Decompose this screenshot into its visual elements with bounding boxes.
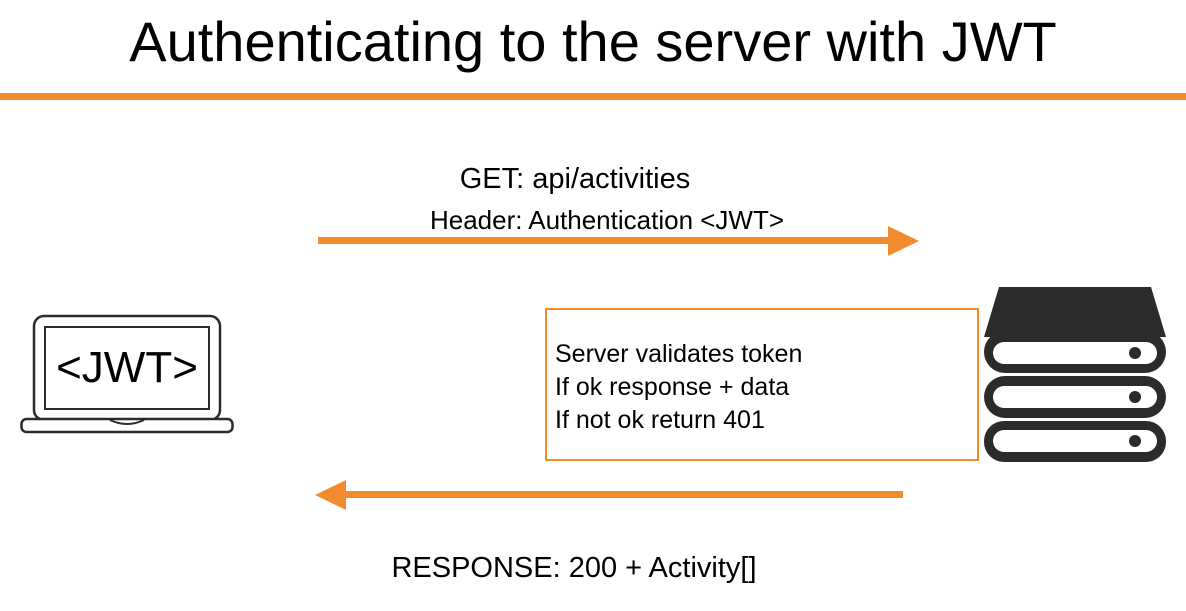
response-arrow xyxy=(315,480,903,510)
server-stack-icon xyxy=(983,285,1167,463)
response-line-label: RESPONSE: 200 + Activity[] xyxy=(391,552,757,584)
note-line-validate: Server validates token xyxy=(555,340,803,368)
note-line-not-ok: If not ok return 401 xyxy=(555,406,765,434)
request-arrow-head xyxy=(888,226,919,256)
server-logic-note: Server validates token If ok response + … xyxy=(545,308,979,461)
note-line-ok: If ok response + data xyxy=(555,373,790,401)
laptop-icon xyxy=(20,314,234,435)
page-title: Authenticating to the server with JWT xyxy=(129,10,1057,73)
response-arrow-shaft xyxy=(342,491,903,498)
request-header-label: Header: Authentication <JWT> xyxy=(429,205,785,235)
response-arrow-head xyxy=(315,480,346,510)
request-line-label: GET: api/activities xyxy=(459,163,691,195)
laptop-jwt-label: <JWT> xyxy=(56,343,198,392)
title-divider xyxy=(0,93,1186,100)
request-arrow-shaft xyxy=(318,237,892,244)
request-arrow xyxy=(318,226,919,256)
